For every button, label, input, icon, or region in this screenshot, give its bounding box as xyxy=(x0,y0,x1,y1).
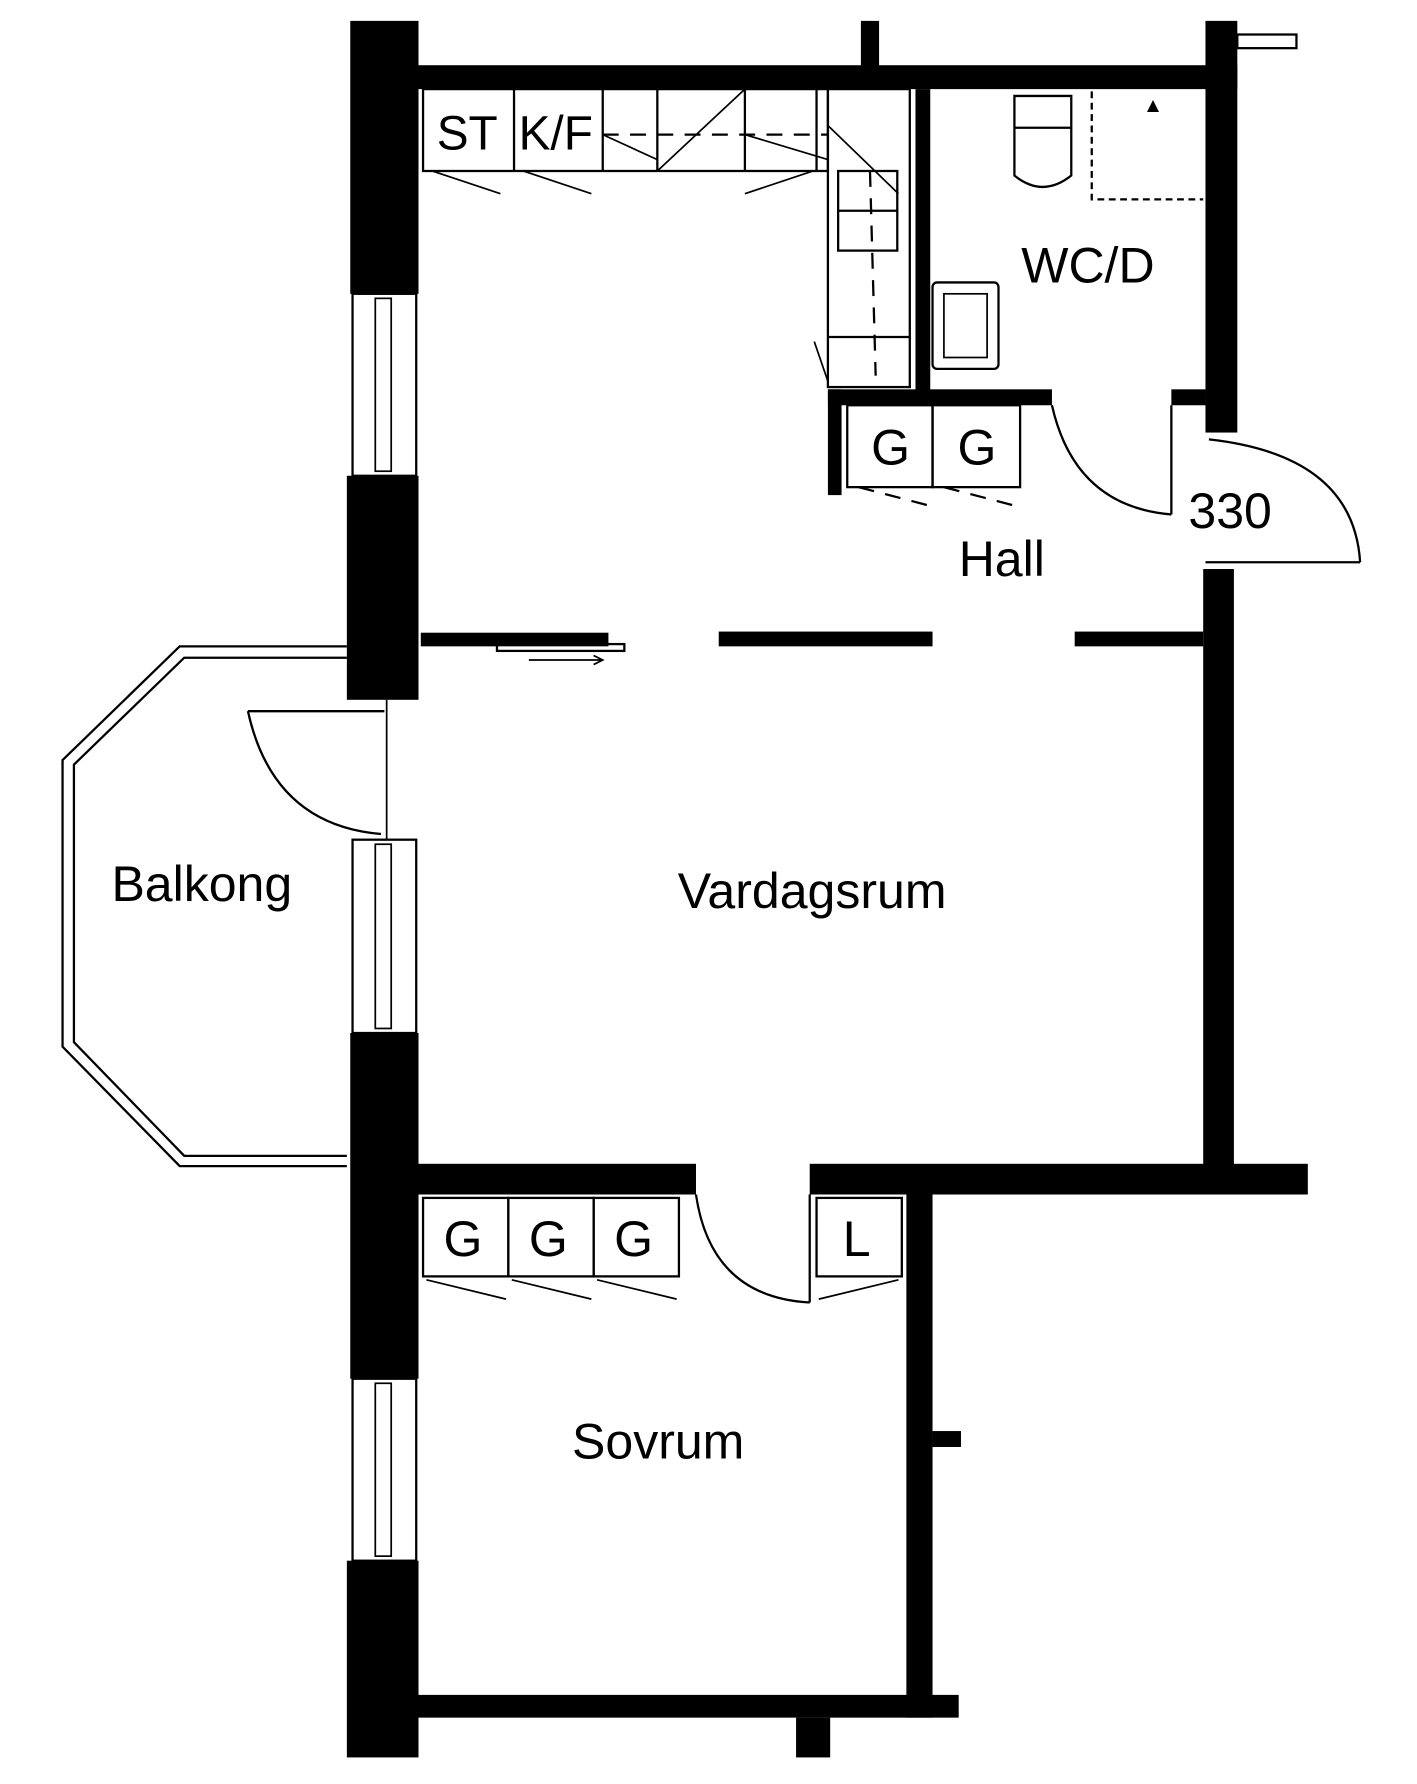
shower-curtain xyxy=(1090,91,1204,201)
bedroom-wardrobe-2: G xyxy=(529,1211,568,1267)
bedroom-door-arc xyxy=(694,1194,810,1304)
linen-closet-label: L xyxy=(843,1211,871,1267)
living-room-label: Vardagsrum xyxy=(678,863,947,919)
sink-icon xyxy=(931,281,1000,371)
bedroom-wardrobe-3: G xyxy=(614,1211,653,1267)
balcony-door-arc xyxy=(246,710,382,836)
kitchen-counter: ST K/F xyxy=(421,87,911,389)
hall-label: Hall xyxy=(959,531,1045,587)
entrance-door-arc xyxy=(1208,438,1362,563)
hall-wardrobe-1: G xyxy=(871,419,910,475)
bathroom-door-arc xyxy=(1050,405,1172,516)
bedroom: G G G L Sovrum xyxy=(421,1194,903,1469)
stove-label: ST xyxy=(437,107,498,160)
hall: G G Hall 330 xyxy=(495,404,1362,666)
bathroom: ▲ WC/D xyxy=(931,91,1204,516)
bathroom-label: WC/D xyxy=(1021,237,1154,293)
bedroom-label: Sovrum xyxy=(572,1413,744,1469)
sliding-door-arrow xyxy=(528,654,605,666)
balcony: Balkong xyxy=(61,645,385,1168)
toilet-icon xyxy=(1013,94,1073,188)
bedroom-wardrobe-1: G xyxy=(444,1211,483,1267)
windows xyxy=(351,292,418,1562)
balcony-label: Balkong xyxy=(111,856,292,912)
fridge-freezer-label: K/F xyxy=(519,107,593,160)
walls xyxy=(346,20,1308,1758)
hall-wardrobe-2: G xyxy=(958,419,997,475)
shower-arrow-icon: ▲ xyxy=(1143,94,1163,117)
apartment-number: 330 xyxy=(1188,483,1271,539)
